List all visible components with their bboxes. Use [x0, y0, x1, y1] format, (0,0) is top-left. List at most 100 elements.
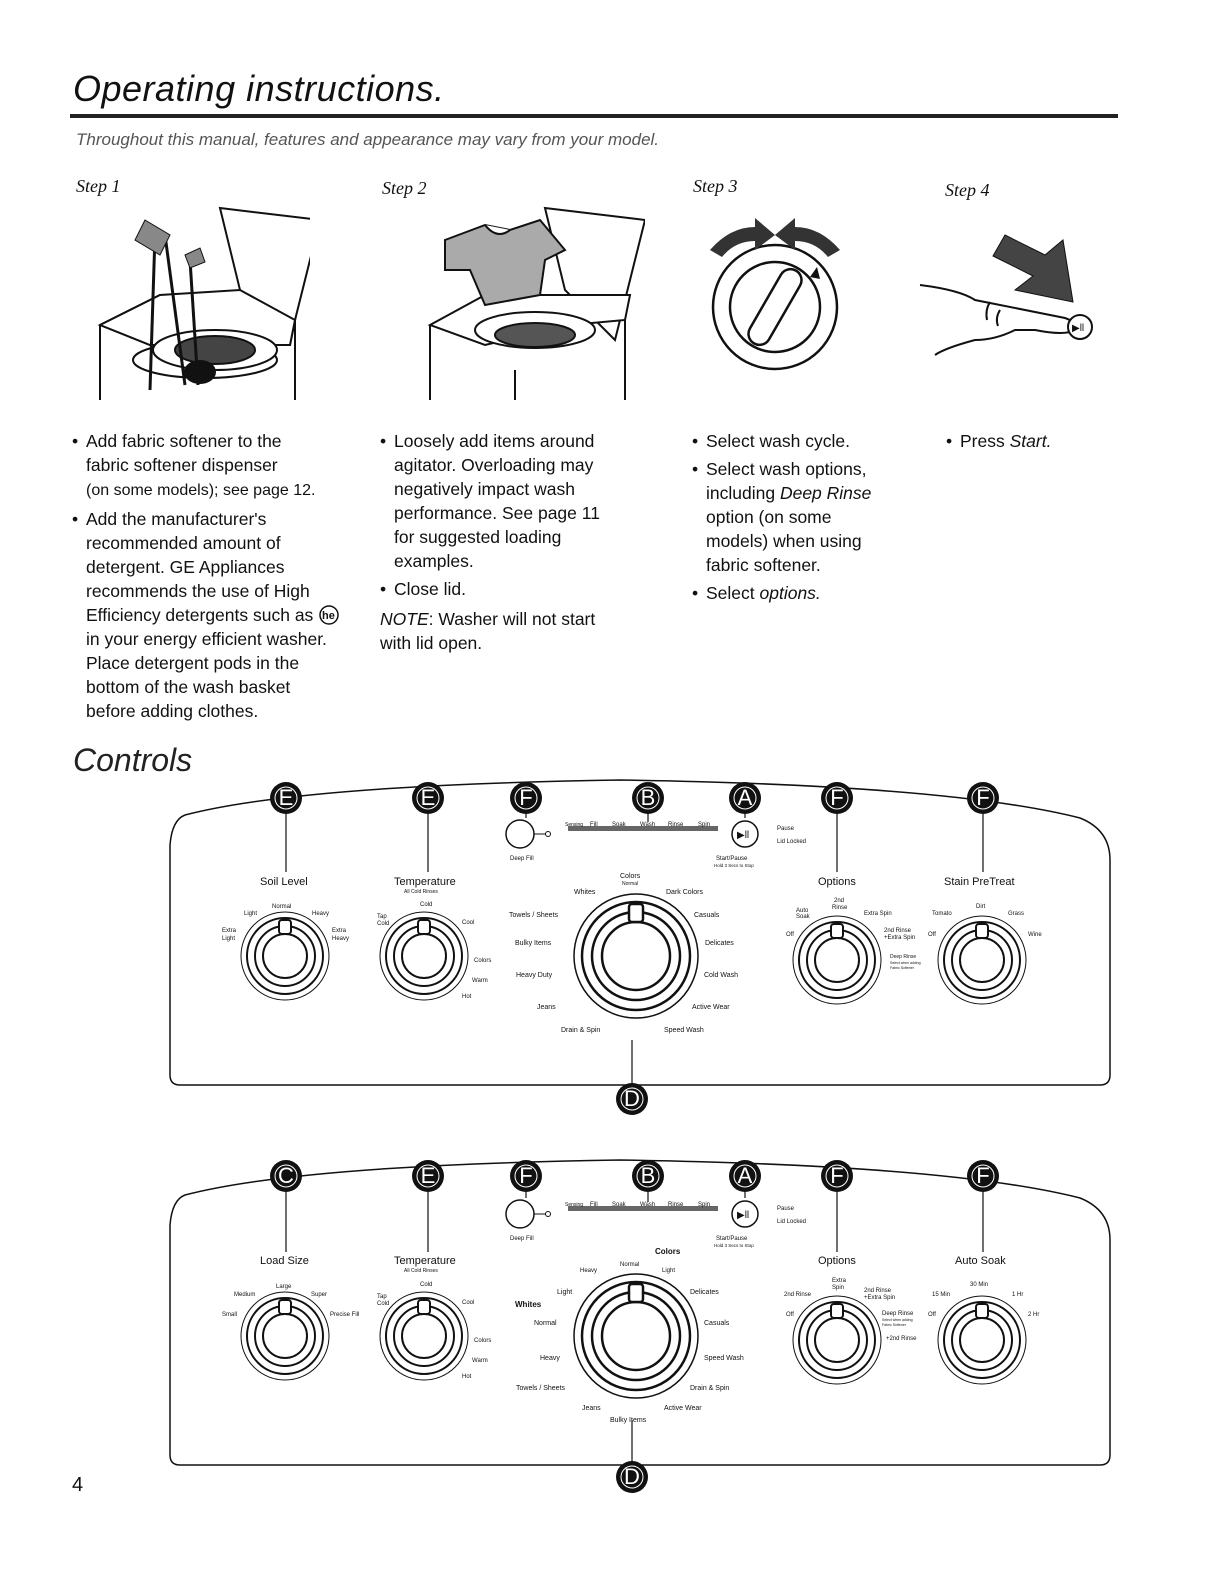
temp-cool-label: Cool: [462, 920, 474, 926]
opt-2nd-rinse-label-3: 2nd Rinse: [784, 1292, 812, 1298]
cycle-casuals-label: Casuals: [694, 912, 720, 919]
opt-rinse-spin-label-3: 2nd Rinse: [864, 1288, 892, 1294]
cycle-normal-colors-label: Normal: [620, 1262, 639, 1268]
load-super-label: Super: [311, 1292, 327, 1298]
pause-indicator-label-2: Pause: [777, 1206, 795, 1212]
title-rule: [70, 114, 1118, 118]
callout-badge-ring: [825, 1164, 849, 1188]
opt-deep-rinse-sub: Select when adding: [890, 961, 921, 965]
callout-letter: D: [624, 1464, 640, 1489]
callout-letter: F: [519, 785, 532, 810]
step-3-bullet-1: Select wash cycle.: [692, 429, 922, 453]
text-line: detergent. GE Appliances: [86, 557, 285, 577]
pause-indicator-label: Pause: [777, 826, 795, 832]
step-3-dial-illustration: [710, 218, 840, 371]
text-line: fabric softener.: [706, 555, 821, 575]
step-4-instructions: Press Start.: [946, 429, 1146, 457]
status-soak-2: Soak: [612, 1202, 627, 1208]
cycle-bulky-label-2: Bulky Items: [610, 1417, 647, 1424]
stain-grass-label: Grass: [1008, 911, 1024, 917]
status-wash: Wash: [640, 822, 655, 828]
callout-badge-ring: [733, 786, 757, 810]
callout-letter: E: [279, 785, 294, 810]
step-2-note: NOTE: Washer will not start with lid ope…: [380, 607, 660, 655]
options-term: options.: [759, 583, 821, 603]
soil-normal-label: Normal: [272, 904, 291, 910]
text-line: for suggested loading: [394, 527, 562, 547]
svg-text:▶ll: ▶ll: [1072, 323, 1084, 334]
load-small-label: Small: [222, 1312, 237, 1318]
step-1-bullet-2: Add the manufacturer's recommended amoun…: [72, 507, 362, 723]
options-title: Options: [818, 876, 856, 888]
stain-off-label: Off: [928, 932, 936, 938]
stain-pretreat-title: Stain PreTreat: [944, 876, 1015, 888]
status-spin-2: Spin: [698, 1202, 710, 1208]
temperature-subtitle-2: All Cold Rinses: [404, 1268, 438, 1274]
lid-locked-indicator-label: Lid Locked: [777, 839, 806, 845]
page-number: 4: [72, 1474, 84, 1496]
temp-cool-label-2: Cool: [462, 1300, 474, 1306]
temperature-subtitle: All Cold Rinses: [404, 889, 438, 895]
step-3-label: Step 3: [693, 176, 738, 196]
callout-letter: A: [738, 1163, 753, 1188]
opt-deep-rinse-label: Deep Rinse: [890, 954, 916, 960]
step-4-label: Step 4: [945, 180, 990, 200]
callout-badge-ring: [636, 786, 660, 810]
soil-extra-heavy-label-2: Heavy: [332, 936, 349, 942]
cycle-colors-label: Colors: [620, 873, 641, 880]
soil-extra-light-label-2: Light: [222, 936, 235, 942]
stain-tomato-label: Tomato: [932, 911, 952, 917]
callout-letter: D: [624, 1086, 640, 1111]
controls-heading: Controls: [73, 742, 193, 778]
callout-badge-ring: [620, 1087, 644, 1111]
step-4-press-illustration: ▶ll: [919, 234, 1093, 356]
text-line: examples.: [394, 551, 474, 571]
callout-badge-ring: [971, 786, 995, 810]
callout-letter: E: [421, 785, 436, 810]
deep-fill-label: Deep Fill: [510, 856, 534, 862]
text-line: Add the manufacturer's: [86, 509, 267, 529]
step-3-bullet-2: Select wash options, including Deep Rins…: [692, 457, 922, 577]
callout-badge-ring: [274, 1164, 298, 1188]
opt-off-label-2: Off: [786, 1312, 794, 1318]
callout-badge-ring: [636, 1164, 660, 1188]
cycle-delicates-label: Delicates: [705, 940, 734, 947]
opt-2nd-rinse-label-2: Rinse: [832, 905, 848, 911]
opt-rinse-spin-label-2: +Extra Spin: [884, 935, 915, 941]
cycle-jeans-label-2: Jeans: [582, 1405, 601, 1412]
cycle-drain-spin-label-2: Drain & Spin: [690, 1385, 729, 1392]
temp-cold-label: Cold: [420, 902, 432, 908]
note-label: NOTE: [380, 609, 429, 629]
opt-extra-spin-label-2: Extra: [832, 1278, 847, 1284]
text-line: recommended amount of: [86, 533, 281, 553]
callout-badge-ring: [514, 786, 538, 810]
status-sensing: Sensing: [565, 822, 583, 828]
opt-off-label: Off: [786, 932, 794, 938]
cycle-jeans-label: Jeans: [537, 1004, 556, 1011]
soak-15min-label: 15 Min: [932, 1292, 950, 1298]
soil-level-title: Soil Level: [260, 876, 308, 888]
load-precise-fill-label: Precise Fill: [330, 1312, 359, 1318]
page-title: Operating instructions.: [73, 68, 445, 109]
cycle-bulky-label: Bulky Items: [515, 940, 552, 947]
callout-letter: F: [830, 785, 843, 810]
temp-warm-label: Warm: [472, 978, 488, 984]
text-line: Select wash cycle.: [706, 431, 850, 451]
text-line: Place detergent pods in the: [86, 653, 300, 673]
step-2-bullet-2: Close lid.: [380, 577, 660, 601]
cycle-cold-wash-label: Cold Wash: [704, 972, 738, 979]
callout-badge-ring: [416, 786, 440, 810]
opt-plus-2nd-rinse-label: +2nd Rinse: [886, 1336, 917, 1342]
lid-locked-indicator-label-2: Lid Locked: [777, 1219, 806, 1225]
temp-tap-cold-label-3: Tap: [377, 1294, 387, 1300]
cycle-normal-whites-label: Normal: [534, 1320, 557, 1327]
cycle-heavy-colors-label: Heavy: [580, 1268, 597, 1274]
callout-badge-ring: [274, 786, 298, 810]
callout-badge-ring: [733, 1164, 757, 1188]
step-1-bullet-1: Add fabric softener to the fabric soften…: [72, 429, 362, 503]
step-1-illustration: [97, 206, 310, 400]
cycle-delicates-label-2: Delicates: [690, 1289, 719, 1296]
step-1-label: Step 1: [76, 176, 121, 196]
opt-deep-rinse-sub-4: Fabric Softener: [882, 1323, 907, 1327]
status-sensing-2: Sensing: [565, 1202, 583, 1208]
